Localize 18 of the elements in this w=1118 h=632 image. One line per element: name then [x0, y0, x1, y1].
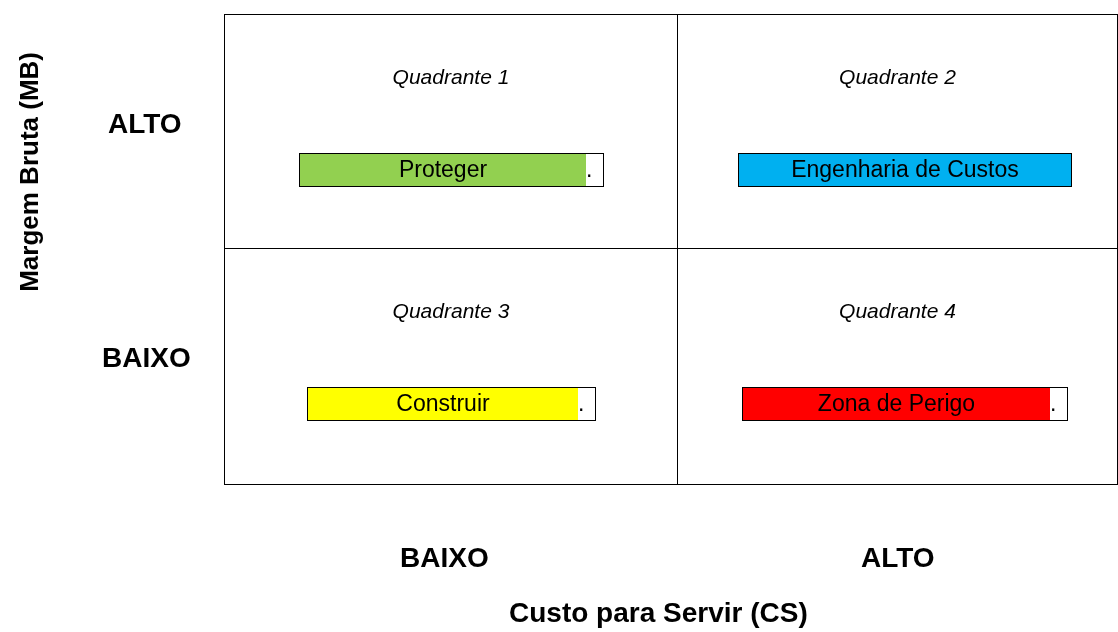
quadrant-title: Quadrante 4 — [839, 299, 956, 323]
quadrant-cell — [677, 14, 1118, 249]
strategy-label: Construir — [308, 388, 578, 420]
strategy-label: Proteger — [300, 154, 586, 186]
quadrant-title: Quadrante 2 — [839, 65, 956, 89]
quadrant-cell — [677, 248, 1118, 485]
row-label: BAIXO — [102, 342, 191, 374]
column-label: ALTO — [861, 542, 935, 574]
y-axis-title: Margem Bruta (MB) — [14, 52, 45, 292]
column-label: BAIXO — [400, 542, 489, 574]
row-label: ALTO — [108, 108, 182, 140]
strategy-label: Zona de Perigo — [743, 388, 1050, 420]
strategy-label: Engenharia de Custos — [739, 154, 1071, 186]
quadrant-title: Quadrante 3 — [392, 299, 510, 323]
x-axis-title: Custo para Servir (CS) — [509, 597, 808, 629]
quadrant-cell — [224, 248, 678, 485]
quadrant-title: Quadrante 1 — [392, 65, 510, 89]
quadrant-cell — [224, 14, 678, 249]
